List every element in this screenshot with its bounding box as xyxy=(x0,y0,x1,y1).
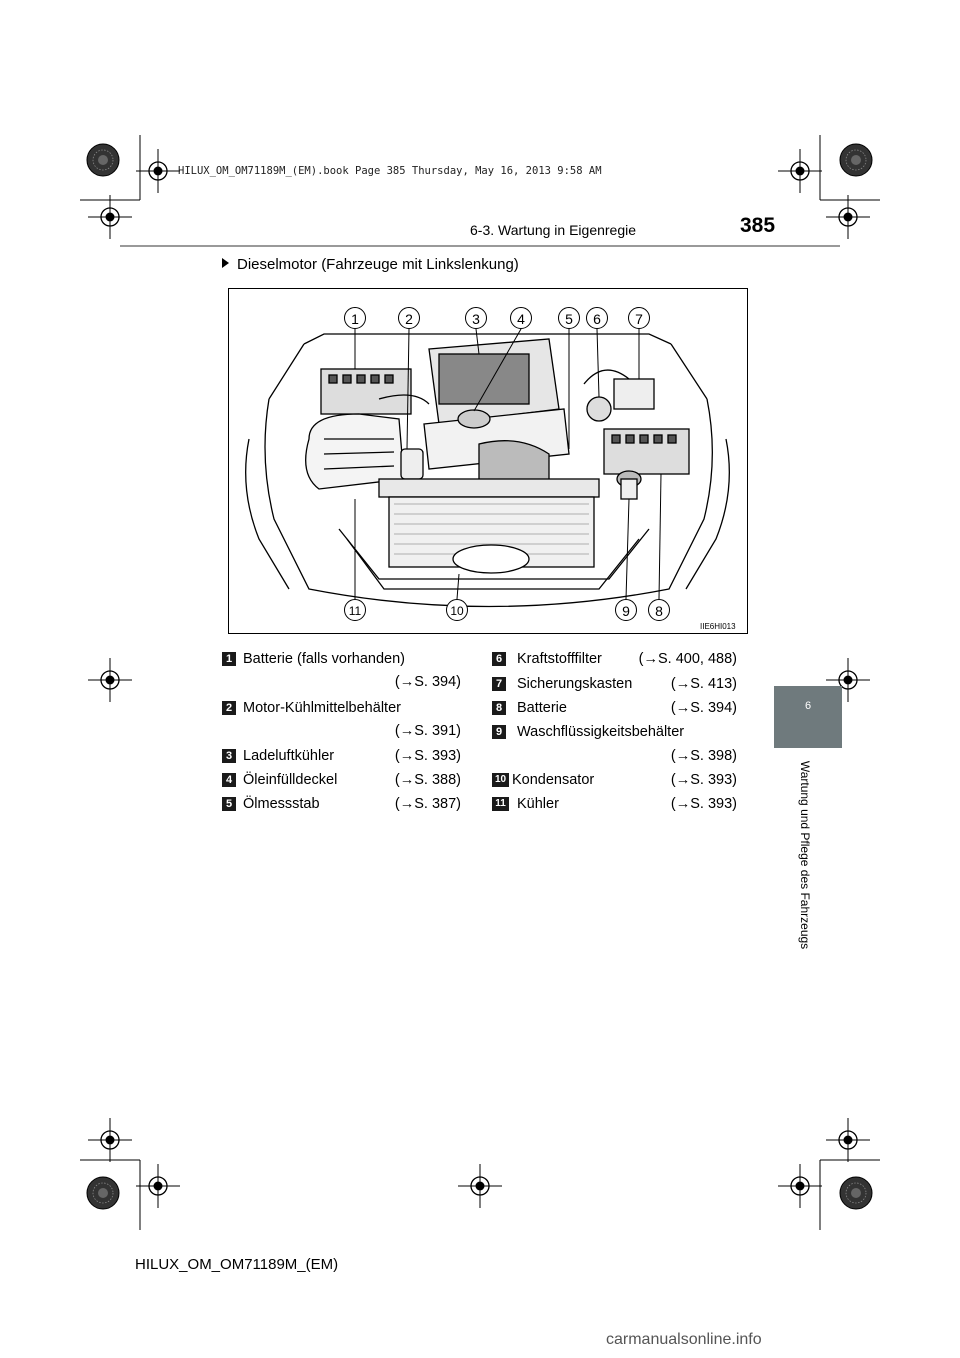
legend-ref-6: (→S. 400, 488) xyxy=(638,651,737,667)
legend-ref-2: (→S. 391) xyxy=(394,723,461,739)
legend-badge-5: 5 xyxy=(222,797,236,811)
legend-ref-5: (→S. 387) xyxy=(394,796,461,812)
callout-6: 6 xyxy=(586,307,608,329)
legend-badge-10: 10 xyxy=(492,773,509,787)
legend-badge-4: 4 xyxy=(222,773,236,787)
legend-label-5: Ölmessstab xyxy=(243,796,320,812)
legend-badge-6: 6 xyxy=(492,652,506,666)
legend-label-7: Sicherungskasten xyxy=(517,676,633,692)
book-file-stamp: HILUX_OM_OM71189M_(EM).book Page 385 Thu… xyxy=(178,165,602,177)
chapter-title: Wartung und Pflege des Fahrzeugs xyxy=(798,760,812,950)
legend-label-3: Ladeluftkühler xyxy=(243,748,335,764)
legend-badge-1: 1 xyxy=(222,652,236,666)
callout-3: 3 xyxy=(465,307,487,329)
page-number: 385 xyxy=(740,214,776,237)
subsection-heading: Dieselmotor (Fahrzeuge mit Linkslenkung) xyxy=(222,256,519,273)
section-title: 6-3. Wartung in Eigenregie xyxy=(470,222,637,238)
triangle-bullet-icon xyxy=(222,258,229,268)
legend-badge-9: 9 xyxy=(492,725,506,739)
legend-ref-10: (→S. 393) xyxy=(670,772,737,788)
legend-badge-2: 2 xyxy=(222,701,236,715)
legend-ref-3: (→S. 393) xyxy=(394,748,461,764)
callout-8: 8 xyxy=(648,599,670,621)
engine-bay-drawing xyxy=(245,328,730,608)
callout-1: 1 xyxy=(344,307,366,329)
callout-5: 5 xyxy=(558,307,580,329)
legend-ref-11: (→S. 393) xyxy=(670,796,737,812)
legend-badge-11: 11 xyxy=(492,797,509,811)
chapter-tab xyxy=(774,686,842,748)
legend-badge-3: 3 xyxy=(222,749,236,763)
legend-label-11: Kühler xyxy=(517,796,559,812)
footer-manual-code: HILUX_OM_OM71189M_(EM) xyxy=(135,1256,339,1273)
legend-label-2: Motor-Kühlmittelbehälter xyxy=(243,700,401,716)
legend-badge-7: 7 xyxy=(492,677,506,691)
engine-bay-illustration: 1 2 3 4 5 6 7 8 9 10 11 xyxy=(228,288,748,634)
legend-badge-8: 8 xyxy=(492,701,506,715)
chapter-title-vertical: Wartung und Pflege des Fahrzeugs xyxy=(795,760,815,960)
callout-2: 2 xyxy=(398,307,420,329)
legend-label-6: Kraftstofffilter xyxy=(517,651,602,667)
legend-ref-1: (→S. 394) xyxy=(394,674,461,690)
legend-ref-9: (→S. 398) xyxy=(670,748,737,764)
callout-9: 9 xyxy=(615,599,637,621)
legend-label-8: Batterie xyxy=(517,700,567,716)
legend-label-9: Waschflüssigkeitsbehälter xyxy=(517,724,685,740)
legend-ref-7: (→S. 413) xyxy=(670,676,737,692)
callout-10: 10 xyxy=(446,599,468,621)
legend-label-1: Batterie (falls vorhanden) xyxy=(243,651,405,667)
figure-code: IIE6HI013 xyxy=(700,622,736,631)
chapter-number: 6 xyxy=(804,700,812,712)
callout-4: 4 xyxy=(510,307,532,329)
legend-label-10: Kondensator xyxy=(512,772,595,788)
legend-ref-8: (→S. 394) xyxy=(670,700,737,716)
legend-label-4: Öleinfülldeckel xyxy=(243,772,338,788)
watermark-text[interactable]: carmanualsonline.info xyxy=(606,1331,762,1348)
legend-ref-4: (→S. 388) xyxy=(394,772,461,788)
callout-7: 7 xyxy=(628,307,650,329)
heading-text: Dieselmotor (Fahrzeuge mit Linkslenkung) xyxy=(237,256,519,273)
callout-11: 11 xyxy=(344,599,366,621)
header-rule xyxy=(120,245,840,247)
